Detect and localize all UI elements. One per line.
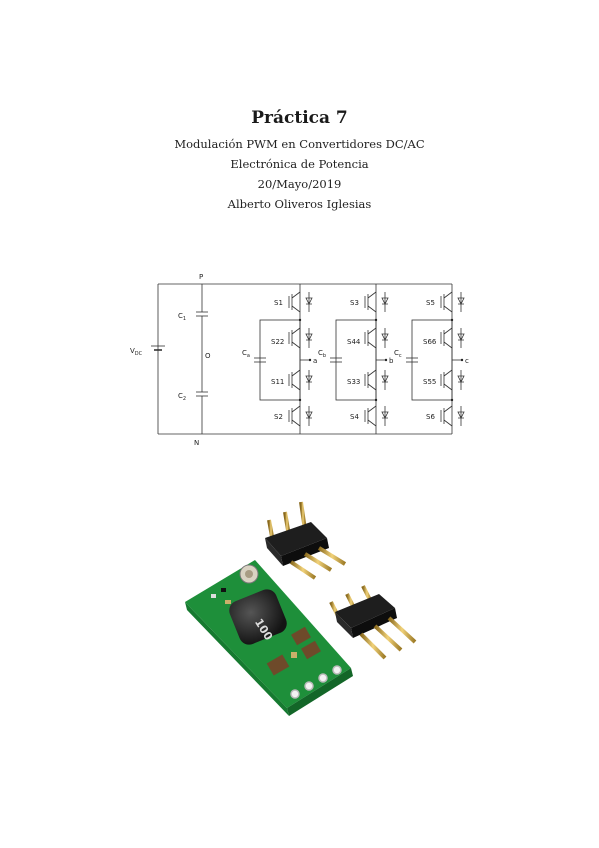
c1-label: C1 (178, 312, 186, 322)
document-course: Electrónica de Potencia (230, 157, 369, 171)
title-block: Práctica 7 Modulación PWM en Convertidor… (0, 108, 599, 214)
document-title: Práctica 7 (251, 108, 348, 128)
inverter-schematic: P N O VDC C1 C2 Ca Cb Cc a b c S1 S22 S1… (130, 273, 469, 447)
output-a-label: a (313, 357, 317, 365)
node-n-label: N (194, 439, 199, 447)
switch-label: S55 (423, 378, 436, 386)
document-subtitle: Modulación PWM en Convertidores DC/AC (174, 137, 425, 151)
switch-label: S66 (423, 338, 437, 346)
switch-label: S6 (426, 413, 435, 421)
switch-label: S4 (350, 413, 359, 421)
switch-label: S33 (347, 378, 360, 386)
document-date: 20/Mayo/2019 (257, 177, 342, 191)
switch-symbols (288, 291, 465, 427)
output-c-label: c (465, 357, 469, 365)
switch-label: S22 (271, 338, 284, 346)
c2-label: C2 (178, 392, 186, 402)
switch-label: S3 (350, 299, 359, 307)
switch-label: S1 (274, 299, 283, 307)
pin-header-top (265, 501, 347, 580)
document-author: Alberto Oliveros Iglesias (227, 197, 372, 211)
node-p-label: P (199, 273, 203, 281)
cb-label: Cb (318, 349, 326, 359)
switch-label: S44 (347, 338, 361, 346)
converter-board-photo: 100 (185, 501, 417, 716)
switch-label: S2 (274, 413, 283, 421)
switch-label: S11 (271, 378, 284, 386)
node-o-label: O (205, 352, 211, 360)
switch-label: S5 (426, 299, 435, 307)
cc-label: Cc (394, 349, 402, 359)
pcb-board: 100 (185, 560, 353, 716)
pin-header-right (329, 585, 417, 660)
ca-label: Ca (242, 349, 250, 359)
output-b-label: b (389, 357, 394, 365)
vdc-label: VDC (130, 347, 143, 357)
